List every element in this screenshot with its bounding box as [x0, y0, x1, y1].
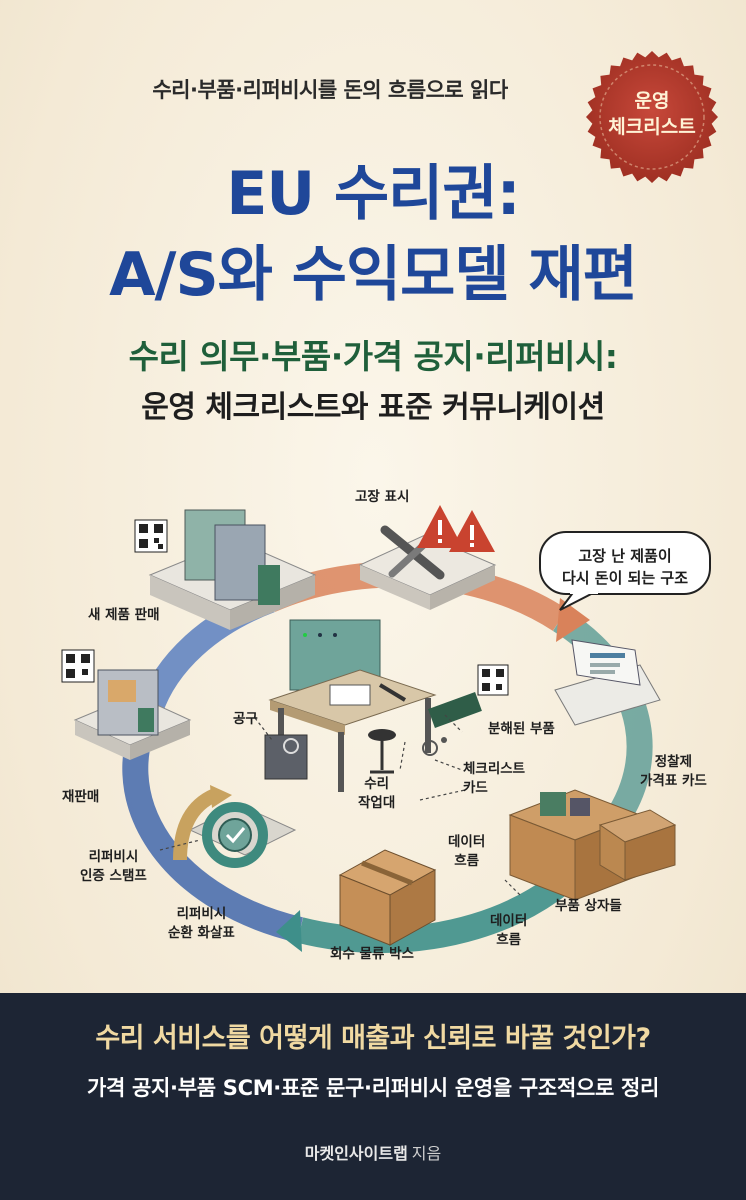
label-resale: 재판매 [62, 789, 100, 805]
label-new-sale: 새 제품 판매 [88, 607, 160, 623]
price-card-line-1: 정찰제 [654, 754, 693, 770]
label-disassembled-parts: 분해된 부품 [488, 721, 555, 737]
disassembled-parts [422, 692, 482, 756]
bottom-band [0, 993, 746, 1200]
title-line-2: A/S와 수익모델 재편 [109, 240, 638, 310]
author-suffix: 지음 [411, 1144, 442, 1163]
author-name: 마켓인사이트랩 [304, 1144, 408, 1163]
price-card-line-2: 가격표 카드 [640, 773, 707, 789]
repair-cycle-illustration [61, 505, 711, 953]
label-refurb-arrow: 리퍼비시 순환 화살표 [168, 905, 235, 943]
title-line-1: EU 수리권: [226, 159, 520, 229]
warning-icon [417, 505, 495, 552]
label-workbench: 수리 작업대 [358, 775, 395, 813]
band-tagline: 가격 공지·부품 SCM·표준 문구·리퍼비시 운영을 구조적으로 정리 [86, 1076, 660, 1100]
qr-code-icon [134, 519, 168, 553]
label-tools: 공구 [233, 711, 258, 727]
shipping-box-icon [338, 849, 437, 946]
qr-code-icon [61, 649, 95, 683]
data-flow-b-line-1: 데이터 [490, 913, 528, 929]
workbench-icon [264, 619, 437, 792]
label-data-flow-a: 데이터 흐름 [448, 833, 485, 871]
data-flow-a-line-2: 흐름 [454, 853, 480, 869]
band-headline: 수리 서비스를 어떻게 매출과 신뢰로 바꿀 것인가? [95, 1023, 651, 1054]
workbench-line-2: 작업대 [358, 795, 396, 811]
workbench-line-1: 수리 [364, 776, 390, 792]
label-parts-boxes: 부품 상자들 [555, 898, 622, 914]
label-price-card: 정찰제 가격표 카드 [640, 753, 707, 791]
bubble-line-2: 다시 돈이 되는 구조 [561, 569, 689, 587]
label-data-flow-b: 데이터 흐름 [490, 912, 527, 950]
refurb-stamp-line-2: 인증 스탬프 [80, 868, 147, 884]
subtitle-line-2: 운영 체크리스트와 표준 커뮤니케이션 [141, 390, 605, 425]
price-card-icon [554, 639, 661, 726]
new-product-platform [148, 509, 317, 630]
label-refurb-stamp: 리퍼비시 인증 스탬프 [80, 848, 147, 886]
speech-bubble [539, 531, 711, 611]
bubble-text: 고장 난 제품이 다시 돈이 되는 구조 [540, 545, 710, 589]
refurb-arrow-line-1: 리퍼비시 [176, 906, 227, 922]
data-flow-b-line-2: 흐름 [496, 932, 522, 948]
refurb-check-icon [173, 785, 297, 868]
cover-kicker: 수리·부품·리퍼비시를 돈의 흐름으로 읽다 [152, 78, 508, 102]
checklist-card-line-2: 카드 [463, 780, 488, 796]
subtitle-line-1: 수리 의무·부품·가격 공지·리퍼비시: [128, 337, 618, 376]
stamp-line-2: 체크리스트 [608, 116, 696, 138]
stamp-line-1: 운영 [634, 90, 670, 112]
refurb-stamp-line-1: 리퍼비시 [88, 849, 139, 865]
label-fault-display: 고장 표시 [355, 489, 410, 505]
parts-box-icon [508, 789, 677, 901]
stamp-label: 운영 체크리스트 [584, 88, 720, 140]
resale-platform [73, 669, 192, 760]
label-checklist-card: 체크리스트 카드 [463, 760, 525, 798]
data-flow-a-line-1: 데이터 [448, 834, 486, 850]
label-return-box: 회수 물류 박스 [330, 946, 414, 962]
checklist-card-line-1: 체크리스트 [463, 761, 526, 777]
bubble-line-1: 고장 난 제품이 [578, 547, 672, 565]
checklist-stamp-icon [586, 51, 718, 183]
qr-code-icon [477, 664, 509, 696]
refurb-arrow-line-2: 순환 화살표 [168, 925, 235, 941]
label-pointers [159, 714, 521, 896]
